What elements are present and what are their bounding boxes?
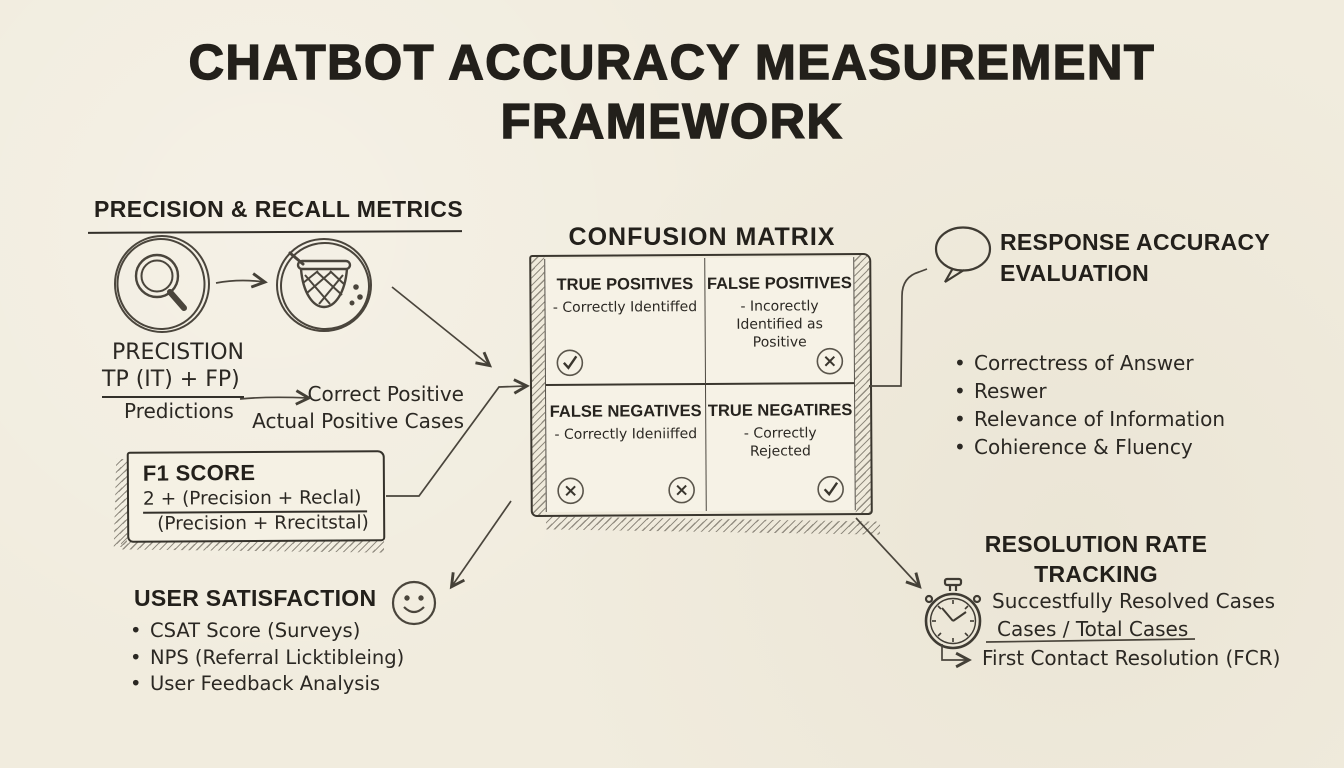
net-icon <box>276 238 372 332</box>
title-line-2: FRAMEWORK <box>500 94 844 149</box>
cell-desc: - Correctly Ideniiffed <box>554 425 698 443</box>
cross-icon <box>557 477 584 505</box>
resolution-fcr-note: First Contact Resolution (FCR) <box>982 646 1281 670</box>
check-icon <box>556 349 584 376</box>
response-accuracy-heading-line-2: EVALUATION <box>1000 260 1150 286</box>
list-item: Correctress of Answer <box>952 349 1225 377</box>
user-satisfaction-list: CSAT Score (Surveys) NPS (Referral Lickt… <box>128 618 404 698</box>
precision-note-line-1: Correct Positive <box>307 382 464 406</box>
smiley-icon <box>391 580 437 626</box>
matrix-cell-false-positives: FALSE POSITIVES - Incorectly Identified … <box>705 257 854 385</box>
page-title: CHATBOT ACCURACY MEASUREMENT FRAMEWORK <box>0 34 1344 152</box>
user-satisfaction-heading: USER SATISFACTION <box>134 585 377 611</box>
cell-title: FALSE POSITIVES <box>706 274 852 293</box>
cell-title: TRUE POSITIVES <box>556 275 694 294</box>
speech-bubble-icon <box>934 226 992 283</box>
response-accuracy-heading: RESPONSE ACCURACY EVALUATION <box>1000 227 1270 289</box>
matrix-cell-true-positives: TRUE POSITIVES - Correctly Identiffed <box>545 257 706 386</box>
resolution-rate-heading-line-1: RESOLUTION RATE <box>984 531 1208 557</box>
matrix-cell-true-negatives: TRUE NEGATIRES - Correctly Rejected <box>706 384 855 511</box>
matrix-hatch-shadow <box>545 516 881 535</box>
stopwatch-icon <box>924 577 982 650</box>
matrix-hatch-border <box>854 254 871 514</box>
precision-note-line-2: Actual Positive Cases <box>252 409 464 433</box>
cell-desc: - Correctly Rejected <box>743 424 817 460</box>
cell-desc: - Correctly Identiffed <box>552 299 698 316</box>
response-accuracy-list: Correctress of Answer Reswer Relevance o… <box>952 349 1225 461</box>
precision-fraction-numerator: TP (IT) + FP) <box>102 367 244 398</box>
matrix-cell-false-negatives: FALSE NEGATIVES - Correctly Ideniiffed <box>545 384 707 512</box>
response-accuracy-heading-line-1: RESPONSE ACCURACY <box>1000 229 1271 255</box>
list-item: CSAT Score (Surveys) <box>128 618 404 645</box>
f1-formula-numerator: 2 + (Precision + Reclal) <box>142 486 368 514</box>
resolution-rate-heading-line-2: TRACKING <box>1034 561 1158 587</box>
precision-recall-heading: PRECISION & RECALL METRICS <box>94 196 464 222</box>
title-line-1: CHATBOT ACCURACY MEASUREMENT <box>188 35 1156 90</box>
precision-label: PRECISTION <box>112 340 244 365</box>
cell-title: TRUE NEGATIRES <box>707 400 853 420</box>
f1-score-heading: F1 SCORE <box>142 460 256 486</box>
precision-note: Correct Positive Actual Positive Cases <box>240 381 464 435</box>
resolution-rate-heading: RESOLUTION RATE TRACKING <box>945 529 1247 589</box>
list-item: Cohierence & Fluency <box>952 433 1225 461</box>
cross-icon <box>668 476 695 504</box>
list-item: NPS (Referral Licktibleing) <box>128 645 404 672</box>
check-icon <box>817 475 844 503</box>
f1-formula-denominator: (Precision + Rrecitstal) <box>157 512 369 535</box>
precision-fraction-denominator: Predictions <box>124 399 234 423</box>
list-item: Relevance of Information <box>952 405 1225 433</box>
list-item: User Feedback Analysis <box>128 671 404 698</box>
confusion-matrix-heading: CONFUSION MATRIX <box>568 223 836 251</box>
f1-score-box: F1 SCORE 2 + (Precision + Reclal) (Preci… <box>126 450 386 543</box>
magnifier-icon <box>114 235 210 333</box>
cell-title: FALSE NEGATIVES <box>549 401 702 421</box>
list-item: Reswer <box>952 377 1225 405</box>
confusion-matrix: TRUE POSITIVES - Correctly Identiffed FA… <box>529 252 873 518</box>
resolution-formula-line-2: Cases / Total Cases <box>997 617 1189 641</box>
resolution-formula-line-1: Succestfully Resolved Cases <box>992 589 1276 613</box>
cell-desc: - Incorectly Identified as Positive <box>736 298 823 351</box>
cross-icon <box>816 347 844 375</box>
